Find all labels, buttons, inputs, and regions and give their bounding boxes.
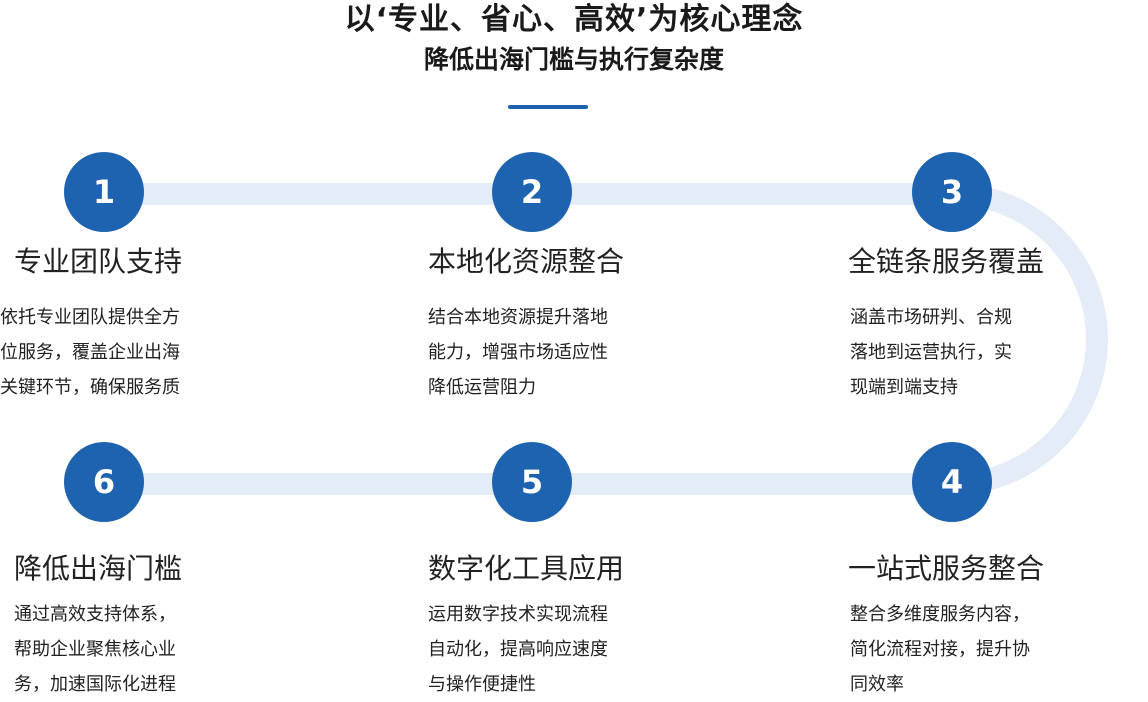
step-3-desc-line: 落地到运营执行，实 <box>850 342 1012 363</box>
track-path <box>93 183 1108 495</box>
step-3-title: 全链条服务覆盖 <box>848 245 1045 278</box>
step-1-number-badge: 1 <box>64 152 144 232</box>
step-2-desc-line: 能力，增强市场适应性 <box>428 342 608 363</box>
step-4-desc-line: 简化流程对接，提升协 <box>850 639 1030 660</box>
step-4-desc-line: 同效率 <box>850 674 904 695</box>
step-1-desc-line: 依托专业团队提供全方 <box>0 307 180 328</box>
step-4-title: 一站式服务整合 <box>848 552 1045 585</box>
step-3-number-badge: 3 <box>912 152 992 232</box>
step-4-description: 整合多维度服务内容， 简化流程对接，提升协 同效率 <box>850 597 1030 702</box>
step-1-title: 专业团队支持 <box>14 245 183 278</box>
step-6-desc-line: 帮助企业聚焦核心业 <box>14 639 176 660</box>
step-6-desc-line: 务，加速国际化进程 <box>14 674 176 695</box>
step-5-title: 数字化工具应用 <box>428 552 625 585</box>
step-2-description: 结合本地资源提升落地 能力，增强市场适应性 降低运营阻力 <box>428 300 608 405</box>
step-4-desc-line: 整合多维度服务内容， <box>850 604 1030 625</box>
step-6-number-badge: 6 <box>64 442 144 522</box>
step-2-number-badge: 2 <box>492 152 572 232</box>
step-3-desc-line: 现端到端支持 <box>850 377 958 398</box>
step-6-description: 通过高效支持体系， 帮助企业聚焦核心业 务，加速国际化进程 <box>14 597 176 702</box>
step-5-desc-line: 与操作便捷性 <box>428 674 536 695</box>
step-6-title: 降低出海门槛 <box>14 552 183 585</box>
step-1-desc-line: 位服务，覆盖企业出海 <box>0 342 180 363</box>
step-3-desc-line: 涵盖市场研判、合规 <box>850 307 1012 328</box>
page-subtitle: 降低出海门槛与执行复杂度 <box>423 45 724 74</box>
step-5-description: 运用数字技术实现流程 自动化，提高响应速度 与操作便捷性 <box>428 597 608 702</box>
step-5-desc-line: 运用数字技术实现流程 <box>428 604 608 625</box>
step-5-desc-line: 自动化，提高响应速度 <box>428 639 608 660</box>
step-1-desc-line: 关键环节，确保服务质 <box>0 377 180 398</box>
step-4-number-badge: 4 <box>912 442 992 522</box>
step-2-title: 本地化资源整合 <box>428 245 625 278</box>
step-5-number-badge: 5 <box>492 442 572 522</box>
step-6-desc-line: 通过高效支持体系， <box>14 604 176 625</box>
step-3-description: 涵盖市场研判、合规 落地到运营执行，实 现端到端支持 <box>850 300 1012 405</box>
step-2-desc-line: 降低运营阻力 <box>428 377 536 398</box>
title-divider <box>508 105 588 109</box>
page-title: 以‘专业、省心、高效’为核心理念 <box>344 2 804 37</box>
step-1-description: 依托专业团队提供全方 位服务，覆盖企业出海 关键环节，确保服务质 <box>0 300 180 405</box>
step-2-desc-line: 结合本地资源提升落地 <box>428 307 608 328</box>
